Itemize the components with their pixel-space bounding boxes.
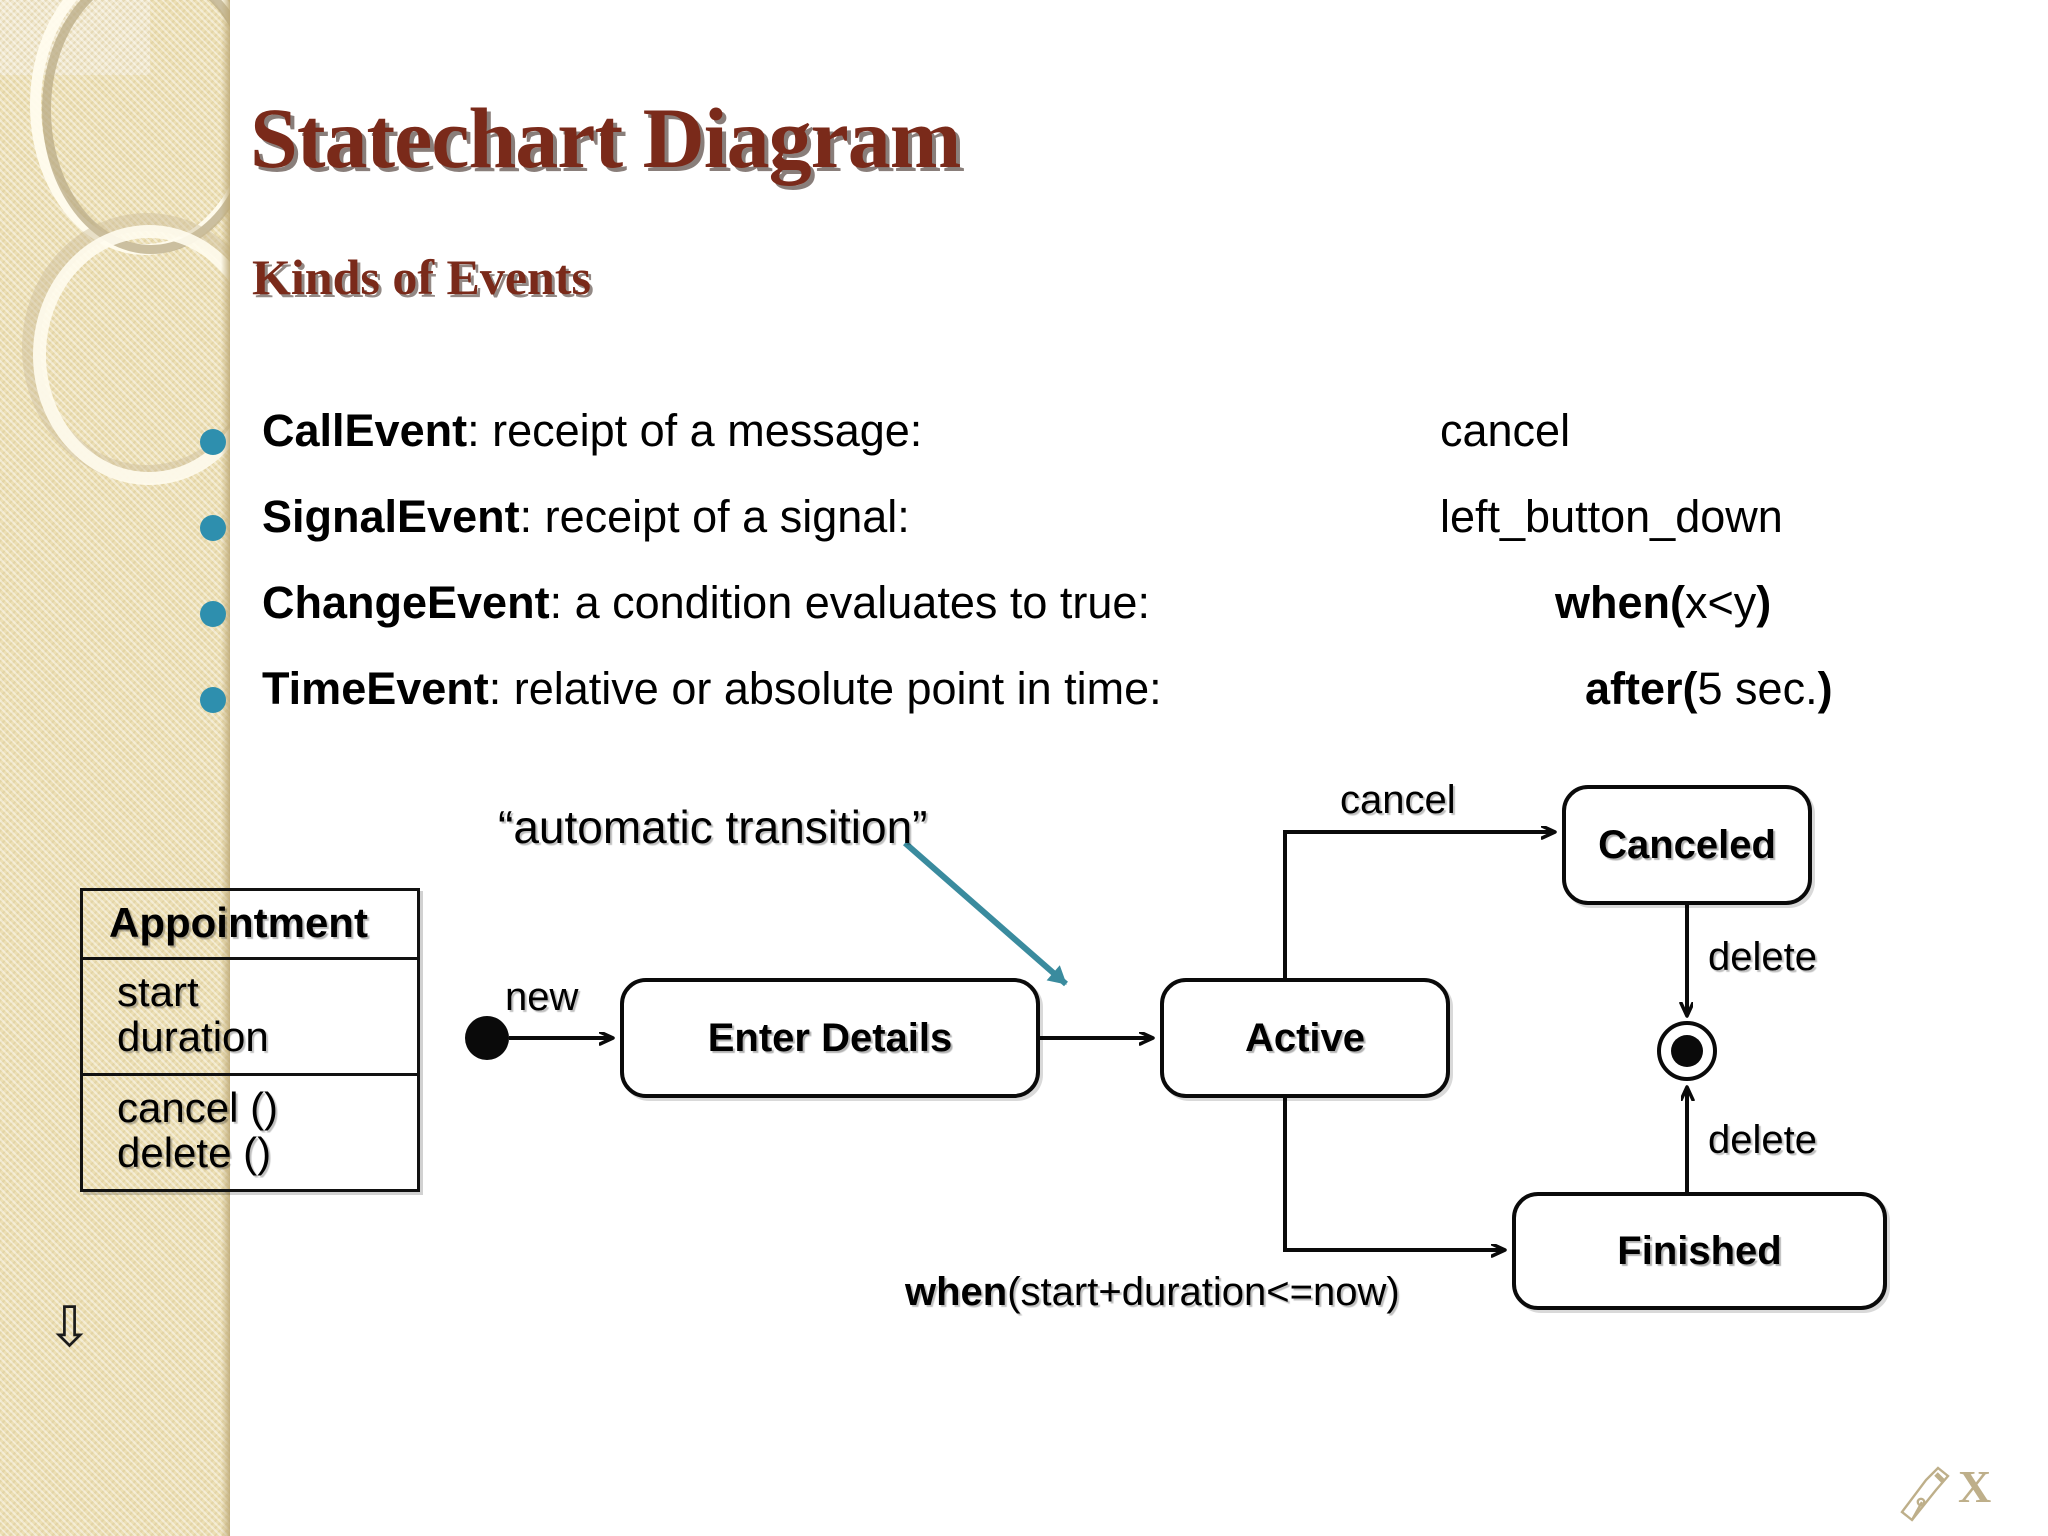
watermark-letter: X xyxy=(1958,1461,1991,1512)
bullet-desc: : receipt of a message: xyxy=(467,405,923,456)
bullet-row-signalevent: SignalEvent: receipt of a signal: left_b… xyxy=(200,491,1960,577)
bullet-row-timeevent: TimeEvent: relative or absolute point in… xyxy=(200,663,1960,749)
bullet-dot-icon xyxy=(200,687,226,713)
bullet-value-changeevent: when(x<y) xyxy=(1555,577,1771,629)
bullet-term: CallEvent xyxy=(262,405,468,456)
transition-active-to-canceled xyxy=(1283,832,1554,978)
bullet-desc: : receipt of a signal: xyxy=(519,491,910,542)
bullet-text-timeevent: TimeEvent: relative or absolute point in… xyxy=(262,663,1162,715)
transition-label-when-guard: when(start+duration<=now) xyxy=(905,1270,1400,1315)
bullet-value-timeevent: after(5 sec.) xyxy=(1585,663,1833,715)
class-attribute: start xyxy=(117,968,199,1015)
transition-label-cancel: cancel xyxy=(1340,778,1456,822)
bullet-text-signalevent: SignalEvent: receipt of a signal: xyxy=(262,491,910,543)
bullet-row-changeevent: ChangeEvent: a condition evaluates to tr… xyxy=(200,577,1960,663)
class-name: Appointment xyxy=(83,891,417,960)
bullet-term: ChangeEvent xyxy=(262,577,550,628)
value-bold-close: ) xyxy=(1756,577,1772,628)
guard-keyword: when xyxy=(905,1270,1008,1314)
bullet-term: SignalEvent xyxy=(262,491,520,542)
class-box-appointment: Appointment start duration cancel () del… xyxy=(80,888,420,1193)
page-title: Statechart Diagram xyxy=(250,90,961,186)
bullet-value-callevent: cancel xyxy=(1440,405,1571,456)
bullet-value-signalevent: left_button_down xyxy=(1440,491,1783,542)
state-enter-details[interactable]: Enter Details xyxy=(620,978,1040,1098)
page-subtitle: Kinds of Events xyxy=(252,249,591,305)
annotation-automatic-transition: “automatic transition” xyxy=(498,801,928,853)
transition-label-delete-finished: delete xyxy=(1708,1118,1817,1162)
bullet-term: TimeEvent xyxy=(262,663,489,714)
final-state-icon xyxy=(1657,1021,1717,1081)
pen-nib-icon xyxy=(1900,1466,1950,1522)
transition-label-delete-canceled: delete xyxy=(1708,935,1817,979)
bullet-row-callevent: CallEvent: receipt of a message: cancel xyxy=(200,405,1960,491)
sidebar-edge xyxy=(221,0,230,1536)
bullet-dot-icon xyxy=(200,601,226,627)
state-finished[interactable]: Finished xyxy=(1512,1192,1887,1310)
state-canceled[interactable]: Canceled xyxy=(1562,785,1812,905)
class-attribute: duration xyxy=(117,1012,269,1060)
bullet-dot-icon xyxy=(200,429,226,455)
value-mid: x<y xyxy=(1685,577,1757,628)
bullet-text-callevent: CallEvent: receipt of a message: xyxy=(262,405,922,457)
bullet-list: CallEvent: receipt of a message: cancel … xyxy=(200,405,1960,749)
bullet-desc: : a condition evaluates to true: xyxy=(549,577,1150,628)
bullet-desc: : relative or absolute point in time: xyxy=(488,663,1162,714)
state-active[interactable]: Active xyxy=(1160,978,1450,1098)
class-operation: delete () xyxy=(117,1128,272,1176)
guard-expression: (start+duration<=now) xyxy=(1007,1270,1400,1314)
transition-label-new: new xyxy=(505,975,579,1019)
value-bold-open: after( xyxy=(1585,663,1698,714)
transition-active-to-finished xyxy=(1283,1098,1504,1250)
annotation-arrow xyxy=(903,840,1068,987)
watermark: X xyxy=(1900,1461,1991,1522)
value-bold-close: ) xyxy=(1817,663,1833,714)
class-operation: cancel () xyxy=(117,1084,279,1132)
initial-state-icon xyxy=(465,1016,509,1060)
value-bold-open: when( xyxy=(1555,577,1685,628)
class-operations: cancel () delete () xyxy=(83,1076,417,1189)
down-arrow-icon: ⇩ xyxy=(46,1295,93,1360)
decorative-sidebar xyxy=(0,0,230,1536)
bullet-dot-icon xyxy=(200,515,226,541)
bullet-text-changeevent: ChangeEvent: a condition evaluates to tr… xyxy=(262,577,1150,629)
value-mid: 5 sec. xyxy=(1697,663,1818,714)
class-attributes: start duration xyxy=(83,960,417,1077)
